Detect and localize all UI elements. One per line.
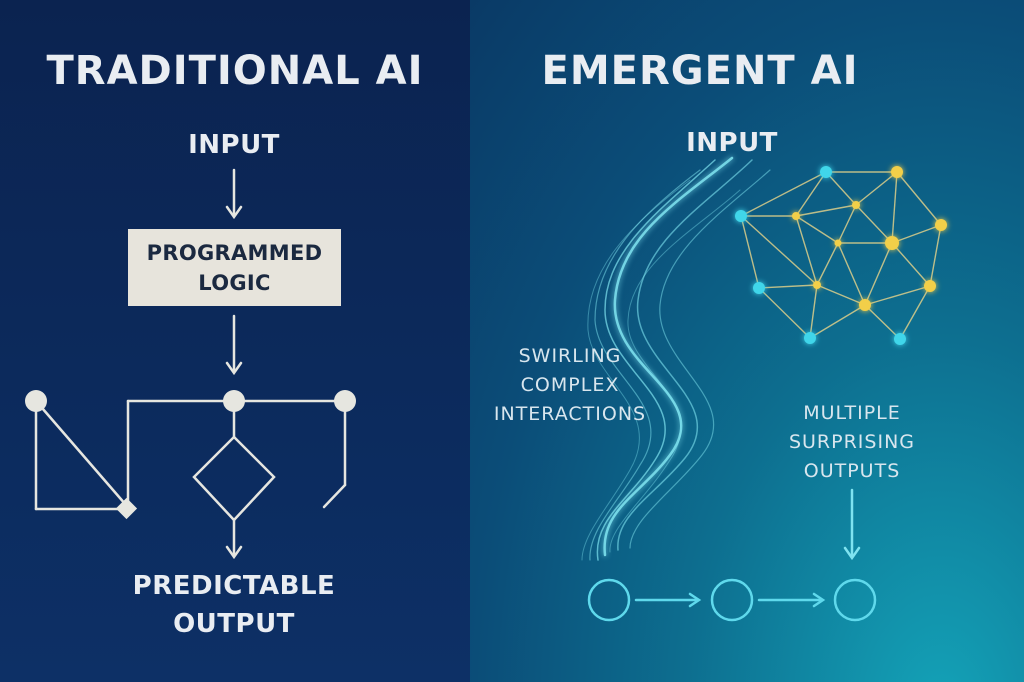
swirling-streams — [581, 156, 771, 561]
outputs-line-3: OUTPUTS — [803, 460, 901, 482]
network-nodes — [735, 166, 947, 345]
output-circle — [710, 578, 754, 622]
network-node-yellow — [885, 236, 899, 250]
predictable-output-line-2: OUTPUT — [173, 609, 295, 639]
swirl-stream — [609, 189, 741, 553]
swirl-stream — [581, 179, 691, 561]
network-edges — [740, 171, 942, 340]
network-node-cyan — [894, 333, 906, 345]
traditional-input-label: INPUT — [188, 130, 280, 160]
network-node-yellow — [891, 166, 903, 178]
emergent-ai-panel: EMERGENT AI INPUT — [470, 0, 1024, 682]
swirl-stream — [589, 169, 701, 561]
network-node-yellow — [859, 299, 871, 311]
arrow-head — [843, 546, 861, 561]
network-node-yellow — [792, 212, 800, 220]
interactions-line-2: COMPLEX — [520, 374, 620, 396]
arrow-head — [225, 361, 243, 376]
network-node-yellow — [924, 280, 936, 292]
flow-node-center — [223, 390, 245, 412]
logic-box-line-1: PROGRAMMED — [146, 240, 323, 265]
arrow-head — [225, 545, 243, 560]
network-node-cyan — [735, 210, 747, 222]
swirl-stream — [617, 159, 753, 551]
network-node-yellow — [813, 281, 821, 289]
network-node-cyan — [753, 282, 765, 294]
output-circle — [833, 578, 877, 622]
output-circle — [587, 578, 631, 622]
swirl-stream — [603, 156, 734, 557]
emergent-ai-title: EMERGENT AI — [541, 48, 859, 94]
emergent-input-label: INPUT — [686, 128, 778, 158]
arrow-head — [225, 205, 243, 220]
swirl-stream — [629, 169, 771, 549]
emergent-network-diagram — [581, 156, 947, 622]
outputs-line-1: MULTIPLE — [803, 402, 901, 424]
interactions-line-1: SWIRLING — [518, 345, 622, 367]
arrow-head — [688, 592, 702, 608]
logic-box-line-2: LOGIC — [198, 270, 271, 295]
swirl-stream — [596, 159, 716, 561]
arrow-head — [812, 592, 826, 608]
network-node-cyan — [820, 166, 832, 178]
network-node-cyan — [804, 332, 816, 344]
predictable-output-line-1: PREDICTABLE — [132, 571, 336, 601]
network-node-yellow — [852, 201, 860, 209]
merge-diamond-node — [115, 497, 138, 520]
flow-node-right — [334, 390, 356, 412]
network-node-yellow — [935, 219, 947, 231]
decision-diamond — [192, 435, 276, 522]
traditional-flowchart — [25, 168, 356, 560]
programmed-logic-box: PROGRAMMED LOGIC — [128, 229, 341, 306]
right-node-diagonal — [322, 483, 347, 509]
output-chain — [587, 578, 877, 622]
left-node-diagonal — [34, 399, 128, 507]
traditional-ai-title: TRADITIONAL AI — [46, 48, 424, 94]
interactions-line-3: INTERACTIONS — [493, 403, 647, 425]
network-node-yellow — [834, 239, 842, 247]
flow-node-left — [25, 390, 47, 412]
traditional-ai-panel: TRADITIONAL AI INPUT — [0, 0, 470, 682]
outputs-line-2: SURPRISING — [788, 431, 916, 453]
